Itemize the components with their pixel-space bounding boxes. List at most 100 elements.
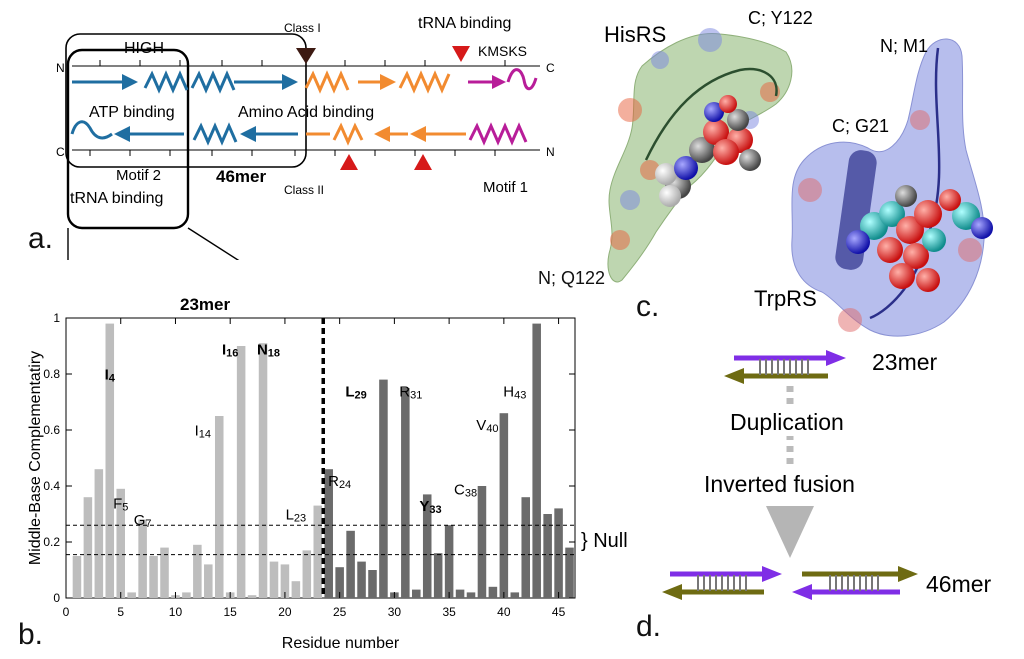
bar-38 xyxy=(477,486,487,598)
x-tick-label-30: 30 xyxy=(388,605,402,619)
bar-2 xyxy=(83,497,93,598)
label-atp-binding: ATP binding xyxy=(89,104,175,121)
x-tick-label-45: 45 xyxy=(552,605,566,619)
bar-22 xyxy=(302,550,312,598)
bar-13 xyxy=(204,564,213,598)
bar-44 xyxy=(543,514,552,598)
residue-label-I16: I16 xyxy=(222,341,238,359)
label-c-top: C xyxy=(546,61,555,75)
label-trna-binding-bottom: tRNA binding xyxy=(70,190,163,207)
panel-c-structures: HisRS C; Y122 N; Q122 N; M1 C; G21 TrpRS xyxy=(604,8,993,337)
y-tick-label-2: 0.4 xyxy=(43,479,60,493)
bar-42 xyxy=(521,497,531,598)
bottom-strand-2 xyxy=(240,126,298,142)
null-label: } Null xyxy=(581,530,628,552)
d-23mer-dimer xyxy=(724,350,846,384)
x-tick-label-10: 10 xyxy=(169,605,183,619)
top-helix-2 xyxy=(190,70,236,94)
residue-label-V40: V40 xyxy=(476,417,498,435)
label-23mer-d: 23mer xyxy=(872,349,938,375)
bar-43 xyxy=(532,323,541,598)
bar-19 xyxy=(269,561,279,598)
bottom-strand-3 xyxy=(374,126,408,142)
bar-28 xyxy=(368,570,377,598)
label-46mer-a: 46mer xyxy=(216,167,266,186)
label-high: HIGH xyxy=(124,40,164,57)
bottom-strand-4 xyxy=(410,126,466,142)
bar-24 xyxy=(324,469,333,598)
trna-binding-marker xyxy=(452,46,470,62)
bar-46 xyxy=(565,547,574,598)
x-axis-label: Residue number xyxy=(282,635,400,652)
top-helix-3 xyxy=(304,70,350,94)
bar-29 xyxy=(379,379,388,598)
y-tick-label-0: 0 xyxy=(53,591,60,605)
top-helix-1 xyxy=(143,70,189,94)
top-strand-3 xyxy=(358,74,396,90)
panel-b-letter: b. xyxy=(18,618,44,651)
bar-3 xyxy=(94,469,104,598)
bottom-coil xyxy=(70,120,113,140)
top-coil xyxy=(506,68,538,91)
y-tick-label-4: 0.8 xyxy=(43,367,60,381)
bottom-ticks xyxy=(89,150,496,156)
y-tick-label-5: 1 xyxy=(53,311,60,325)
box-23mer xyxy=(66,48,190,230)
residue-label-R24: R24 xyxy=(328,473,351,491)
bottom-helix-3 xyxy=(468,122,528,146)
label-n-top: N xyxy=(56,61,65,75)
bar-25 xyxy=(335,567,344,598)
box-class-i xyxy=(65,33,307,168)
bottom-helix-2 xyxy=(332,122,364,146)
label-c-g21: C; G21 xyxy=(832,116,889,136)
bar-21 xyxy=(291,581,301,598)
bar-18 xyxy=(258,343,268,598)
panel-a-letter: a. xyxy=(28,222,54,255)
residue-label-N18: N18 xyxy=(257,341,280,359)
bar-36 xyxy=(455,589,465,598)
class-ii-marker-2 xyxy=(414,154,432,170)
bar-14 xyxy=(214,416,224,598)
bar-33 xyxy=(422,494,432,598)
label-kmsks: KMSKS xyxy=(478,43,527,59)
bar-20 xyxy=(280,564,290,598)
bar-12 xyxy=(193,544,202,598)
panel-d-letter: d. xyxy=(636,610,662,643)
x-tick-label-15: 15 xyxy=(224,605,238,619)
label-n-q122-outer: N; Q122 xyxy=(538,268,606,288)
hisrs-ligand xyxy=(655,95,761,207)
x-tick-label-35: 35 xyxy=(442,605,456,619)
bar-23 xyxy=(313,505,323,598)
residue-label-Y33: Y33 xyxy=(419,498,441,516)
label-inverted-fusion: Inverted fusion xyxy=(704,471,855,497)
label-c-bottom: C xyxy=(56,145,65,159)
residue-label-C38: C38 xyxy=(454,481,477,499)
x-tick-label-25: 25 xyxy=(333,605,347,619)
bar-41 xyxy=(510,592,520,598)
label-trprs: TrpRS xyxy=(754,286,817,311)
residue-label-L29: L29 xyxy=(345,383,366,401)
label-motif-2: Motif 2 xyxy=(116,167,161,184)
bar-5 xyxy=(116,488,126,598)
trprs-ligand xyxy=(846,185,993,292)
residue-label-I4: I4 xyxy=(105,367,116,385)
bar-7 xyxy=(138,519,147,598)
residue-label-L23: L23 xyxy=(286,507,307,525)
label-hisrs: HisRS xyxy=(604,22,666,47)
bar-4 xyxy=(105,323,115,598)
bar-16 xyxy=(236,346,246,598)
bar-45 xyxy=(554,508,563,598)
panel-a-diagram: N C C N HIGH Class I tRNA binding KMSKS … xyxy=(56,15,555,260)
residue-label-I14: I14 xyxy=(195,423,211,441)
residue-label-G7: G7 xyxy=(134,512,152,530)
bar-40 xyxy=(499,413,509,598)
bar-11 xyxy=(182,592,191,598)
bar-31 xyxy=(401,388,410,598)
label-46mer-d: 46mer xyxy=(926,571,992,597)
label-c-y122: C; Y122 xyxy=(748,8,813,28)
y-tick-label-3: 0.6 xyxy=(43,423,60,437)
bar-37 xyxy=(466,592,476,598)
d-down-arrow xyxy=(766,506,814,558)
top-strand-4 xyxy=(468,75,506,89)
